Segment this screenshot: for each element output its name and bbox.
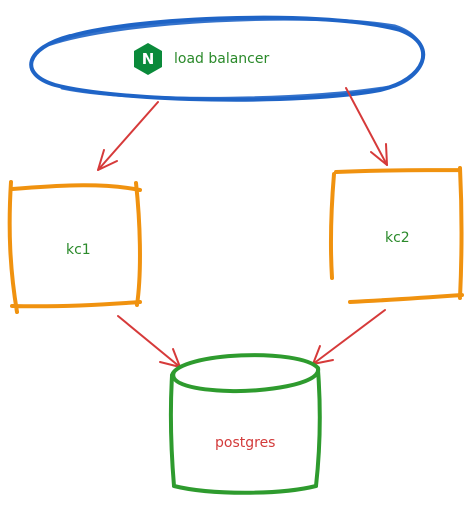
edge-lb-kc1 [97, 101, 159, 171]
load-balancer-shape-overdraw [46, 17, 425, 100]
kc2-node: kc2 [328, 166, 464, 304]
postgres-body [168, 368, 322, 495]
kc2-shape [328, 166, 464, 304]
postgres-node: postgres [168, 353, 322, 495]
kc1-label: kc1 [66, 242, 91, 258]
kc1-shape [7, 180, 142, 314]
edge-kc1-db [117, 315, 181, 368]
postgres-label: postgres [215, 435, 275, 451]
kc1-node: kc1 [7, 180, 142, 314]
load-balancer-node: N load balancer [29, 15, 426, 102]
kc2-label: kc2 [385, 230, 410, 246]
nginx-icon-letter: N [142, 50, 155, 68]
postgres-top-ellipse [170, 353, 320, 394]
load-balancer-label: load balancer [174, 51, 269, 67]
edge-lb-kc2 [345, 87, 388, 166]
edge-kc2-db [312, 309, 386, 365]
nginx-icon: N [134, 43, 162, 75]
